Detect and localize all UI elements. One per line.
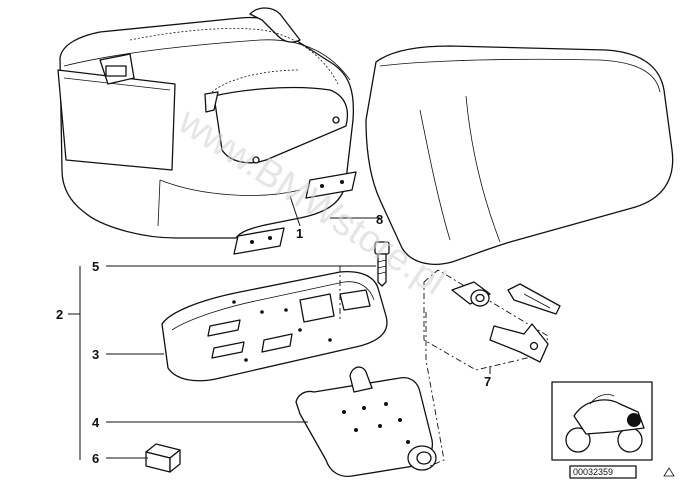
label-1: 1: [296, 226, 303, 241]
motorcycle-thumbnail: 00032359: [551, 381, 653, 479]
lock-cylinder-key-drawing: [423, 269, 561, 371]
label-7: 7: [484, 374, 491, 389]
mounting-bracket-drawing: [295, 366, 437, 478]
label-5: 5: [92, 259, 99, 274]
document-number: 00032359: [573, 467, 613, 477]
label-6: 6: [92, 451, 99, 466]
label-8: 8: [376, 212, 383, 227]
topcase-bag-drawing: [57, 7, 357, 255]
seat-cover-drawing: [365, 45, 674, 265]
carrier-plate-drawing: [161, 270, 388, 382]
triangle-mark: [663, 467, 675, 477]
leader-lines: [68, 195, 491, 467]
screw-drawing: [374, 241, 390, 287]
label-4: 4: [92, 415, 100, 430]
label-2: 2: [56, 307, 63, 322]
label-3: 3: [92, 347, 99, 362]
rubber-pad-drawing: [145, 443, 181, 473]
